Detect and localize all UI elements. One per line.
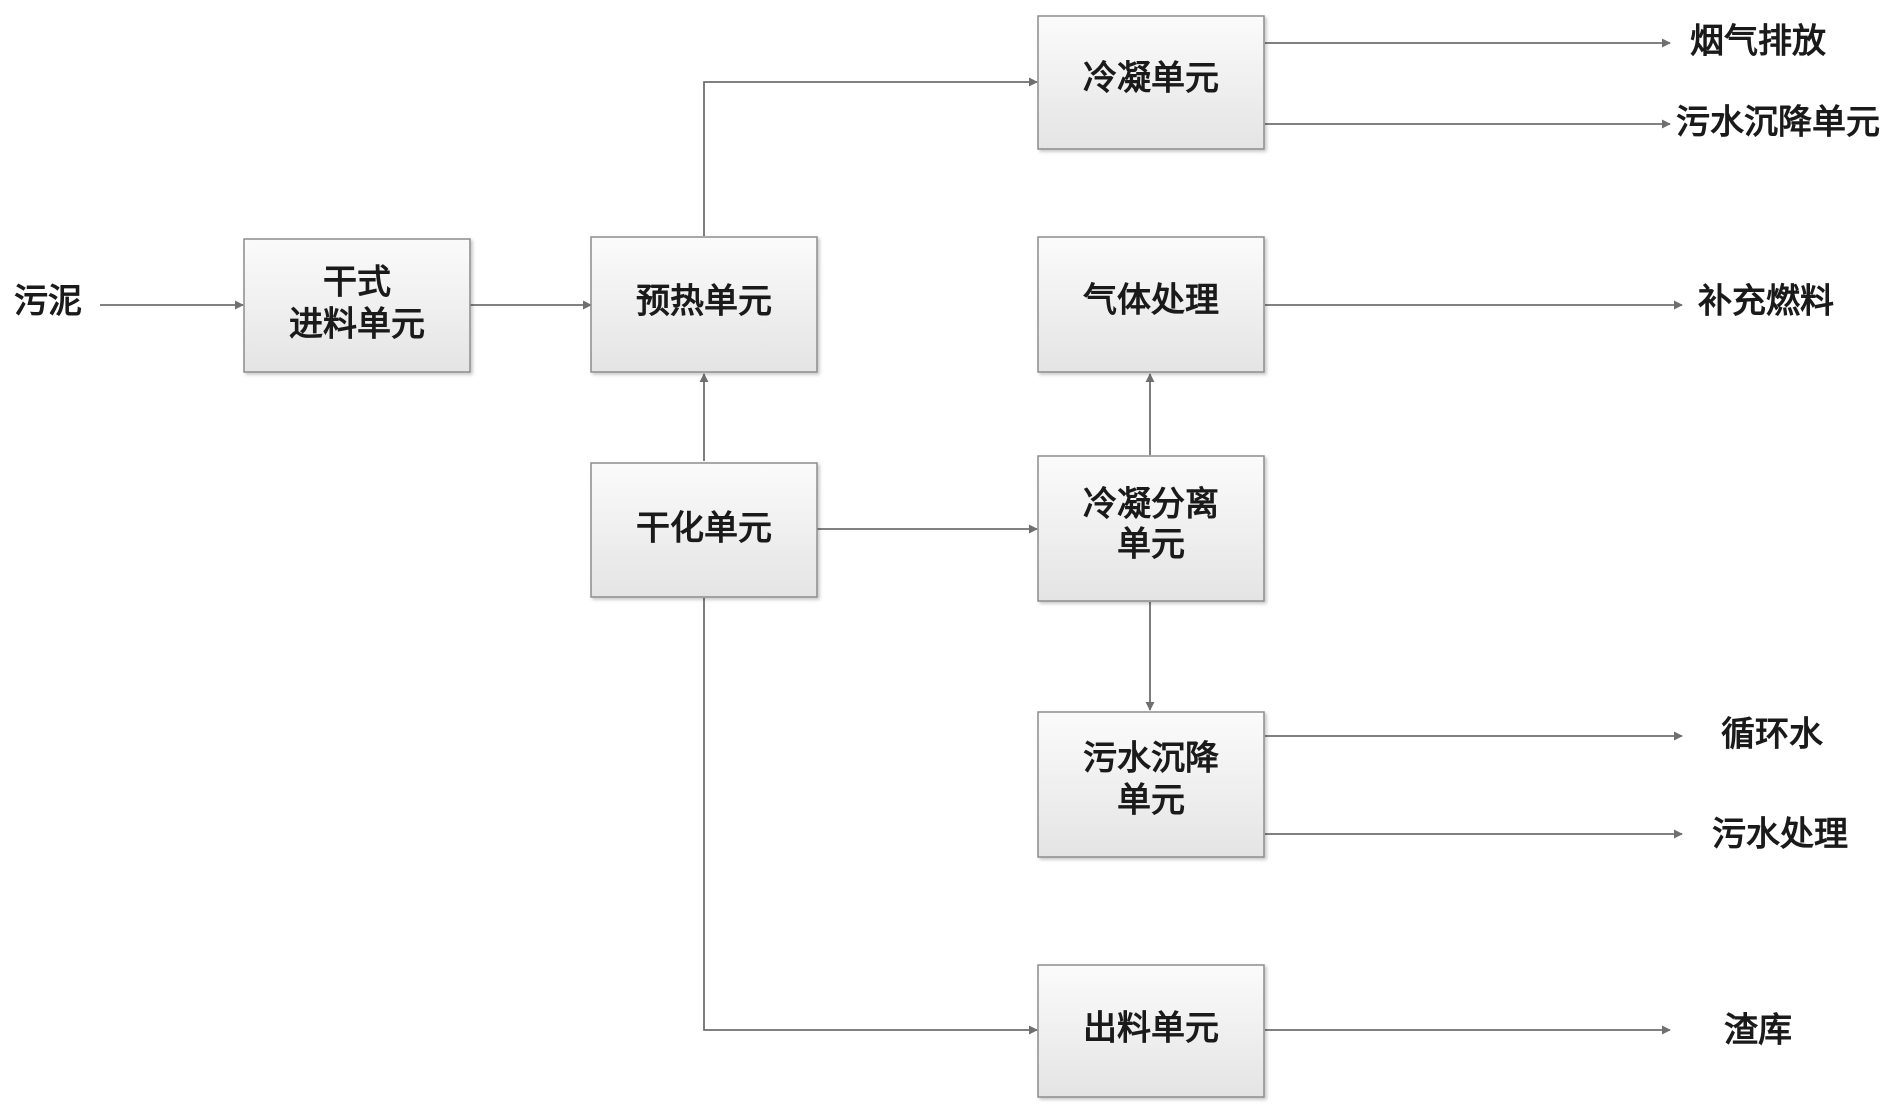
connectors — [100, 38, 1683, 1035]
box-sewage-settling-unit-line1: 污水沉降 — [1083, 739, 1220, 779]
label-sewage-treatment: 污水处理 — [1712, 815, 1848, 855]
label-slag-store: 渣库 — [1724, 1011, 1792, 1051]
label-sewage-settle-out: 污水沉降单元 — [1676, 103, 1880, 143]
box-dry-feed-unit-line1: 干式 — [323, 263, 391, 303]
box-condense-separation-unit-line2: 单元 — [1117, 525, 1185, 565]
box-discharge-unit: 出料单元 — [1037, 964, 1265, 1098]
label-flue-gas: 烟气排放 — [1690, 22, 1826, 62]
label-circulating-water: 循环水 — [1721, 715, 1824, 755]
arrow-preheat-to-condense — [703, 77, 1038, 236]
box-preheat-unit: 预热单元 — [590, 236, 818, 373]
box-dry-feed-unit-line2: 进料单元 — [289, 305, 425, 345]
box-gas-treatment-label: 气体处理 — [1082, 281, 1219, 321]
label-supplement-fuel: 补充燃料 — [1698, 282, 1834, 322]
box-discharge-unit-label: 出料单元 — [1083, 1009, 1219, 1049]
box-condense-separation-unit-line1: 冷凝分离 — [1083, 485, 1219, 525]
arrow-drying-to-discharge — [703, 598, 1038, 1035]
box-sewage-settling-unit: 污水沉降 单元 — [1037, 711, 1265, 858]
box-drying-unit: 干化单元 — [590, 462, 818, 598]
box-sewage-settling-unit-line2: 单元 — [1117, 781, 1185, 821]
box-condense-separation-unit: 冷凝分离 单元 — [1037, 455, 1265, 602]
box-condense-unit: 冷凝单元 — [1037, 15, 1265, 150]
label-sludge: 污泥 — [14, 282, 82, 322]
box-condense-unit-label: 冷凝单元 — [1083, 59, 1219, 99]
box-preheat-unit-label: 预热单元 — [636, 282, 772, 322]
box-gas-treatment: 气体处理 — [1037, 236, 1265, 373]
box-dry-feed-unit: 干式 进料单元 — [243, 238, 471, 373]
box-drying-unit-label: 干化单元 — [636, 509, 772, 549]
